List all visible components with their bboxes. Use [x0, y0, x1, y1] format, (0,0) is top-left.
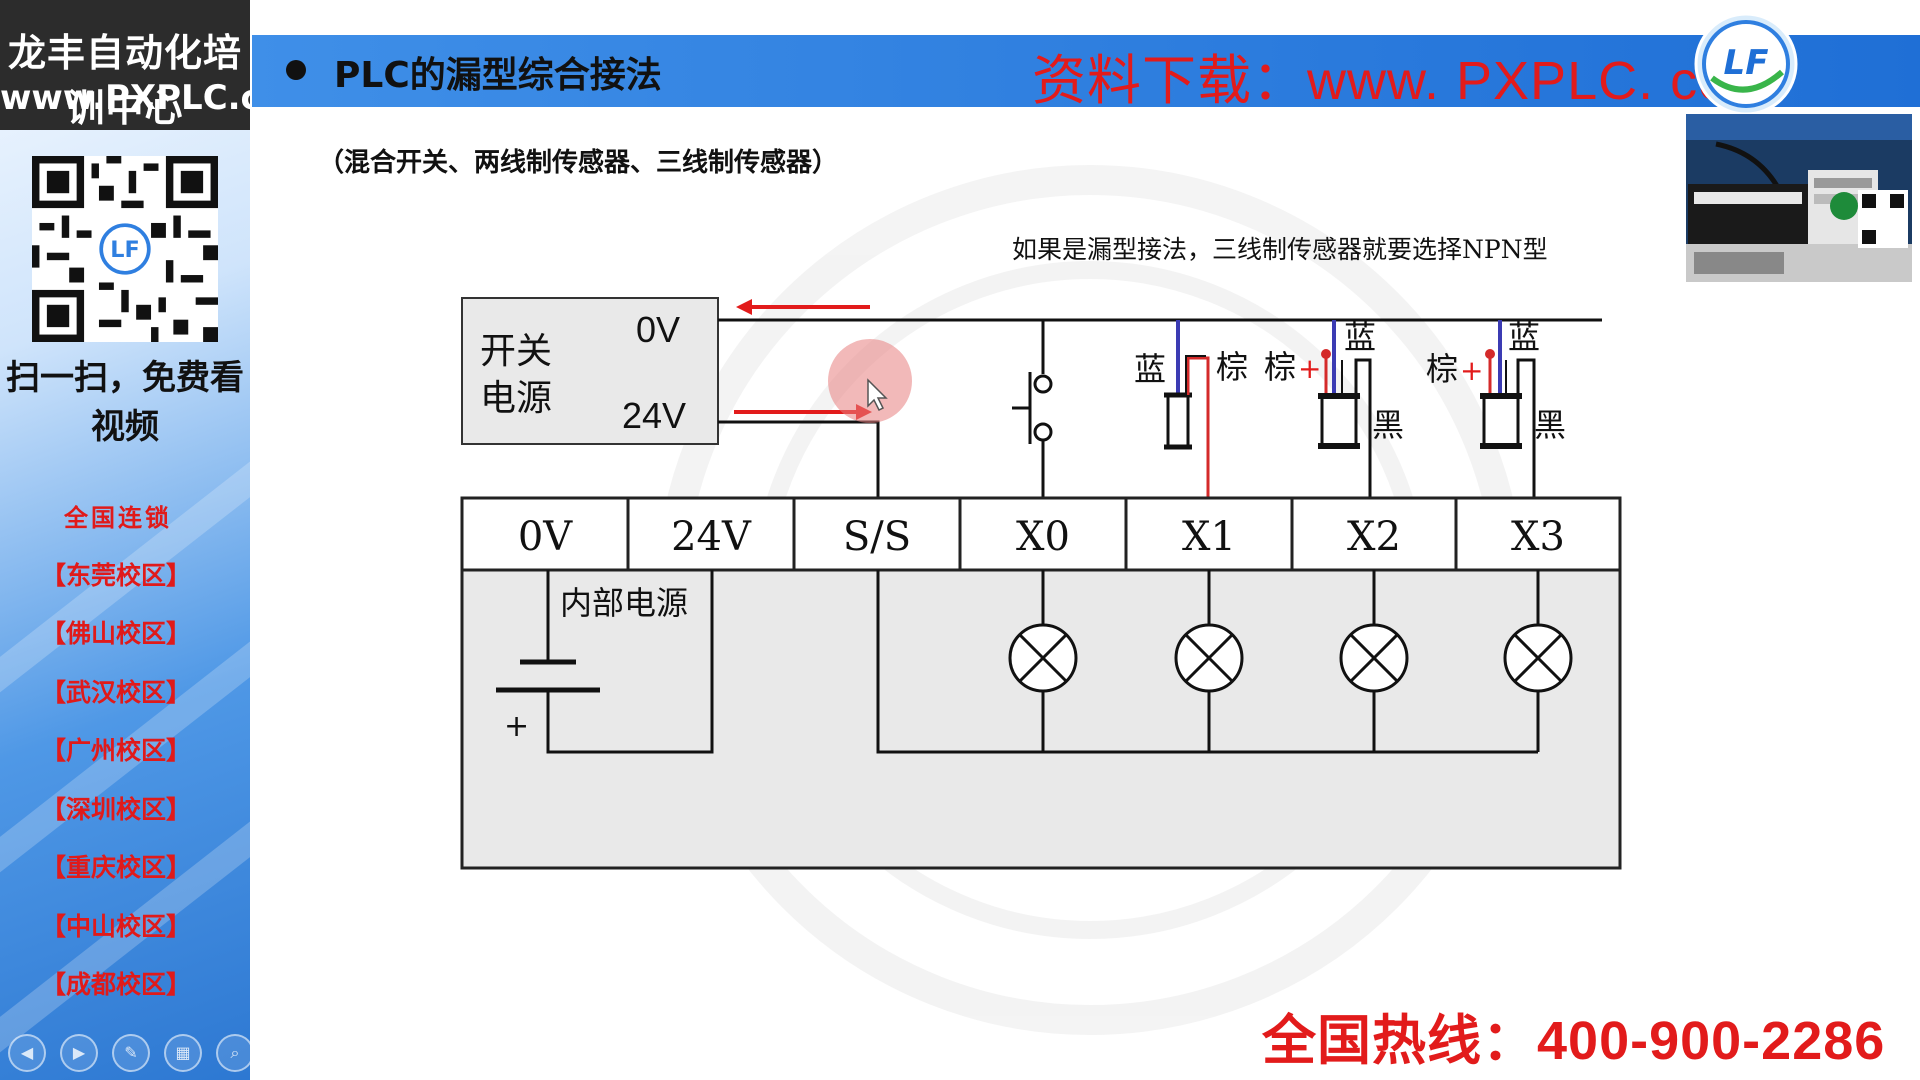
psu-24v-label: 24V [622, 395, 686, 436]
x3-brown-label: 棕 [1426, 350, 1458, 388]
three-wire-sensor-x2 [1318, 320, 1372, 498]
lf-logo-icon: LF [1694, 12, 1798, 116]
campus-link[interactable]: 【佛山校区】 [40, 619, 191, 648]
terminal-strip [460, 496, 1622, 572]
campus-link[interactable]: 【东莞校区】 [40, 561, 191, 590]
x2-black-label: 黑 [1372, 406, 1404, 444]
brand-name: 龙丰自动化培训中心 [7, 31, 242, 130]
campus-link[interactable]: 【中山校区】 [40, 912, 191, 941]
psu-label-line2: 电源 [480, 378, 552, 419]
play-icon[interactable]: ▶ [60, 1034, 98, 1072]
psu-label-line1: 开关 [480, 331, 552, 372]
campus-link[interactable]: 【成都校区】 [40, 970, 191, 999]
internal-power-label: 内部电源 [560, 584, 688, 622]
slide-subtitle: （混合开关、两线制传感器、三线制传感器） [318, 148, 839, 178]
terminal-x0: X0 [1016, 514, 1070, 560]
more-icon[interactable]: ⋯ [268, 1034, 306, 1072]
terminal-x2: X2 [1347, 514, 1401, 560]
campus-link[interactable]: 【武汉校区】 [40, 678, 191, 707]
brand-url: www.PXPLC.com [0, 78, 250, 118]
terminal-x1: X1 [1182, 514, 1236, 560]
video-thumbnail[interactable] [1686, 114, 1912, 282]
scan-prompt: 扫一扫，免费看视频 [6, 358, 244, 447]
logo-text: LF [1724, 43, 1769, 83]
internal-battery [496, 570, 714, 754]
download-url[interactable]: 资料下载：www. PXPLC. com [1032, 51, 1776, 111]
battery-plus-label: + [504, 709, 529, 744]
brand-banner: 龙丰自动化培训中心 www.PXPLC.com [0, 0, 250, 130]
current-arrow-head [736, 299, 752, 315]
common-wire [876, 570, 1538, 754]
x3-blue-label: 蓝 [1508, 318, 1540, 356]
x1-brown-label: 棕 [1216, 348, 1248, 386]
x3-plus-sign: + [1460, 354, 1483, 387]
video-frame [1686, 114, 1912, 282]
pen-icon[interactable]: ✎ [112, 1034, 150, 1072]
grid-icon[interactable]: ▦ [164, 1034, 202, 1072]
prev-icon[interactable]: ◀ [8, 1034, 46, 1072]
campus-link[interactable]: 【重庆校区】 [40, 853, 191, 882]
terminal-x3: X3 [1511, 514, 1565, 560]
cursor-pointer-icon [867, 378, 888, 412]
psu-0v-label: 0V [636, 309, 680, 350]
terminal-ss: S/S [843, 514, 911, 560]
header-bar [252, 35, 1920, 107]
three-wire-sensor-x3 [1480, 320, 1536, 498]
sensor-note: 如果是漏型接法，三线制传感器就要选择NPN型 [1012, 235, 1548, 264]
campus-link[interactable]: 【广州校区】 [40, 736, 191, 765]
push-button-switch [1012, 320, 1053, 498]
terminal-24v: 24V [671, 514, 752, 560]
sidebar: 龙丰自动化培训中心 www.PXPLC.com LF 扫一扫，免费看视频 全国连… [0, 0, 250, 1080]
campus-link[interactable]: 【深圳校区】 [40, 795, 191, 824]
chain-title: 全国连锁 [64, 504, 172, 532]
two-wire-sensor [1164, 320, 1210, 498]
x3-black-label: 黑 [1534, 406, 1566, 444]
power-supply-box [461, 297, 719, 445]
x2-brown-plus-label: 棕 [1264, 348, 1296, 386]
x2-blue-label: 蓝 [1344, 318, 1376, 356]
slide-title: PLC的漏型综合接法 [334, 55, 662, 96]
zoom-icon[interactable]: ⌕ [216, 1034, 254, 1072]
qr-code-icon: LF [32, 156, 218, 342]
indicator-lamps [1008, 570, 1573, 752]
x1-blue-label: 蓝 [1134, 350, 1166, 388]
x2-plus-sign: + [1298, 352, 1321, 385]
hotline-number: 全国热线：400-900-2286 [1262, 1011, 1886, 1071]
plc-body [460, 568, 1622, 870]
qr-logo-text: LF [110, 237, 139, 263]
terminal-0v: 0V [518, 514, 573, 560]
terminal-dividers [626, 498, 1458, 570]
title-bullet [286, 60, 306, 80]
